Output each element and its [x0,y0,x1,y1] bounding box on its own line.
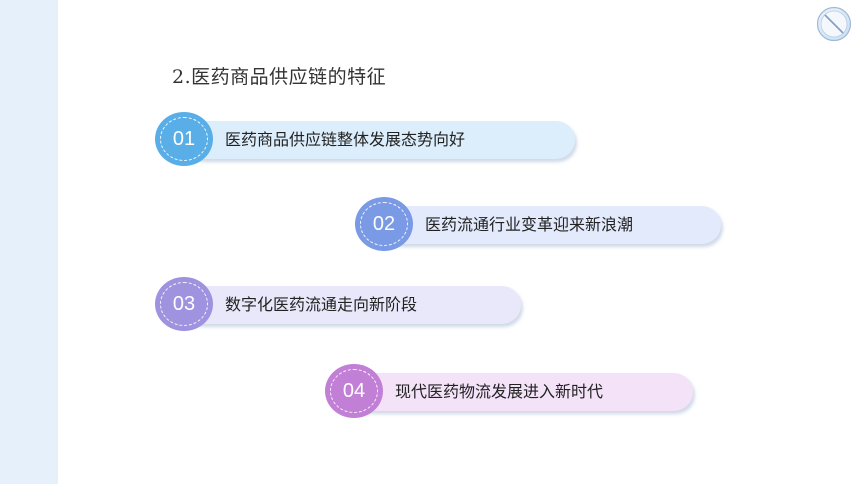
feature-pill-1: 医药商品供应链整体发展态势向好 [183,121,575,159]
feature-number-2: 02 [360,202,408,246]
feature-label-2: 医药流通行业变革迎来新浪潮 [425,215,634,234]
feature-label-4: 现代医药物流发展进入新时代 [395,382,604,401]
circle-slash-logo-icon [816,6,852,42]
feature-number-badge-3: 03 [155,277,213,331]
feature-number-badge-2: 02 [355,197,413,251]
feature-number-badge-1: 01 [155,112,213,166]
feature-number-badge-4: 04 [325,364,383,418]
feature-label-3: 数字化医药流通走向新阶段 [225,295,418,314]
feature-pill-2: 医药流通行业变革迎来新浪潮 [383,206,721,244]
feature-item-4: 现代医药物流发展进入新时代 04 [325,363,693,419]
feature-pill-4: 现代医药物流发展进入新时代 [353,373,693,411]
feature-label-1: 医药商品供应链整体发展态势向好 [225,130,466,149]
feature-item-3: 数字化医药流通走向新阶段 03 [155,276,521,332]
feature-item-2: 医药流通行业变革迎来新浪潮 02 [355,196,721,252]
page-title: 2.医药商品供应链的特征 [172,66,387,88]
feature-number-4: 04 [330,369,378,413]
feature-number-3: 03 [160,282,208,326]
feature-item-1: 医药商品供应链整体发展态势向好 01 [155,111,575,167]
feature-number-1: 01 [160,117,208,161]
feature-pill-3: 数字化医药流通走向新阶段 [183,286,521,324]
left-decorative-strip [0,0,58,484]
